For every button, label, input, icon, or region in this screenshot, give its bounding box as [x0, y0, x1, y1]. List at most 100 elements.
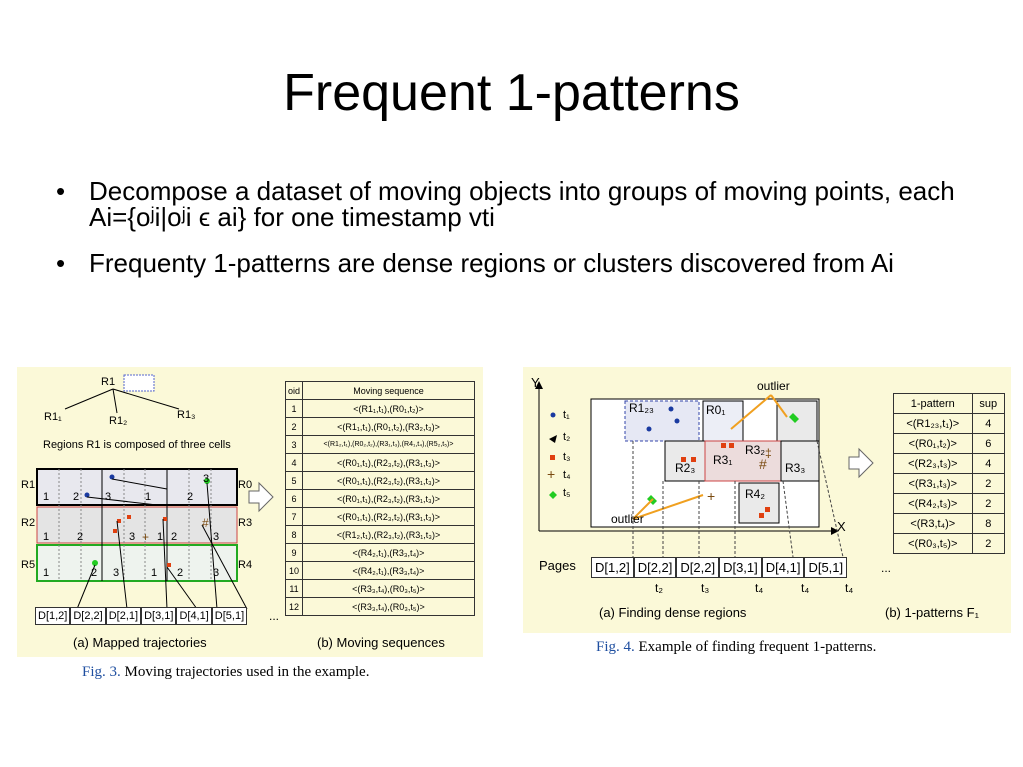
table-cell: 2	[285, 417, 303, 436]
page-box: D[3,1]	[141, 607, 177, 625]
region-label: R1₂₃	[629, 401, 654, 415]
fig4-caption-text: Example of finding frequent 1-patterns.	[634, 639, 877, 655]
outlier-label-top: outlier	[757, 379, 790, 393]
page-box: D[2,2]	[633, 557, 677, 578]
page-box: D[5,1]	[211, 607, 248, 625]
table-row: 10<(R4₂,t₁),(R3₃,t₄)>	[285, 561, 475, 580]
table-row: <(R3,t₄)>8	[893, 513, 1005, 534]
svg-text:#: #	[202, 516, 209, 530]
table-row: 1<(R1₁,t₁),(R0₁,t₂)>	[285, 399, 475, 418]
table-cell: 4	[285, 453, 303, 472]
fig3-pages: D[1,2] D[2,2] D[2,1] D[3,1] D[4,1] D[5,1…	[35, 607, 248, 625]
table-cell: <(R0₁,t₁),(R2₃,t₂),(R3₁,t₃)>	[302, 471, 475, 490]
page-box: D[2,2]	[70, 607, 106, 625]
table-header: Moving sequence	[302, 381, 475, 400]
table-cell: 3	[285, 435, 303, 454]
page-box: D[1,2]	[35, 607, 71, 625]
page-box: D[5,1]	[804, 557, 848, 578]
table-cell: <(R2₃,t₃)>	[893, 453, 973, 474]
table-cell: <(R0₁,t₁),(R2₃,t₂),(R3₁,t₃)>	[302, 489, 475, 508]
page-box: D[3,1]	[719, 557, 762, 578]
tree-child-label: R1₁	[44, 411, 62, 423]
table-cell: 6	[285, 489, 303, 508]
table-row: 11<(R3₃,t₄),(R0₃,t₅)>	[285, 579, 475, 598]
table-cell: <(R1₂,t₁),(R0₂,t₂),(R3₁,t₃),(R4₁,t₄),(R5…	[302, 435, 475, 454]
page-box: D[1,2]	[591, 557, 634, 578]
fig4-axis-x: X	[837, 519, 846, 534]
figure-3: # + R1 R1₁ R1₂ R1₃ Regions R1 is compose…	[17, 367, 483, 657]
fig3-subcaption-b: (b) Moving sequences	[317, 635, 445, 650]
table-cell: 6	[971, 433, 1005, 454]
region-label: R3₁	[713, 453, 733, 467]
fig4-caption: Fig. 4. Example of finding frequent 1-pa…	[596, 639, 876, 656]
cell-number: 3	[213, 531, 220, 543]
page-time-label: t₄	[755, 581, 764, 595]
legend-label: t₅	[563, 487, 571, 499]
region-label: R2₃	[675, 461, 696, 475]
table-cell: <(R1₂,t₁),(R2₃,t₂),(R3₁,t₃)>	[302, 525, 475, 544]
bullet-list: • Decompose a dataset of moving objects …	[56, 178, 976, 296]
table-cell: 8	[285, 525, 303, 544]
table-cell: <(R0₁,t₁),(R2₃,t₂),(R3₁,t₃)>	[302, 507, 475, 526]
table-cell: 7	[285, 507, 303, 526]
fig3-caption-text: Moving trajectories used in the example.	[120, 664, 370, 680]
page-box: D[2,2]	[676, 557, 720, 578]
page-time-label: t₄	[801, 581, 810, 595]
fig4-axis-y: Y	[531, 375, 540, 390]
fig3-diagram: # +	[36, 374, 274, 610]
fig4-subcaption-a: (a) Finding dense regions	[599, 605, 747, 620]
one-pattern-table: 1-pattern sup <(R1₂₃,t₁)>4 <(R0₁,t₂)>6 <…	[893, 393, 1005, 554]
page-box: D[4,1]	[761, 557, 805, 578]
cell-number: 2	[187, 491, 194, 503]
row-label-left: R1	[21, 479, 36, 491]
svg-text:+: +	[142, 530, 149, 544]
legend-label: t₄	[563, 469, 571, 481]
table-row: <(R3₁,t₃)>2	[893, 473, 1005, 494]
table-row: 12<(R3₃,t₄),(R0₃,t₅)>	[285, 597, 475, 616]
table-cell: <(R4₂,t₁),(R3₃,t₄)>	[302, 561, 475, 580]
table-cell: 4	[971, 413, 1005, 434]
fig3-subcaption-a: (a) Mapped trajectories	[73, 635, 207, 650]
table-cell: 11	[285, 579, 303, 598]
table-cell: <(R3₃,t₄),(R0₃,t₅)>	[302, 579, 475, 598]
cell-number: 1	[43, 567, 50, 579]
table-row: 2<(R1₁,t₁),(R0₁,t₂),(R3₂,t₃)>	[285, 417, 475, 436]
cell-number: 1	[145, 491, 152, 503]
table-cell: 1	[285, 399, 303, 418]
table-cell: 10	[285, 561, 303, 580]
page-time-label: t₄	[845, 581, 854, 595]
fig4-diagram: + # ‡ +	[535, 381, 874, 558]
region-label: R3₃	[785, 461, 806, 475]
table-header-row: oid Moving sequence	[285, 381, 475, 400]
regions-note: Regions R1 is composed of three cells	[43, 439, 231, 451]
table-cell: <(R1₁,t₁),(R0₁,t₂)>	[302, 399, 475, 418]
fig3-pages-more: ...	[269, 609, 280, 623]
bullet-symbol: •	[56, 176, 66, 206]
fig4-subcaption-b: (b) 1-patterns F₁	[885, 605, 979, 620]
table-row: <(R0₁,t₂)>6	[893, 433, 1005, 454]
cell-number: 2	[171, 531, 178, 543]
tree-child-label: R1₂	[109, 415, 128, 427]
svg-text:+: +	[707, 488, 715, 504]
svg-text:‡: ‡	[765, 446, 772, 460]
legend-label: t₁	[563, 409, 570, 421]
cell-number: 1	[157, 531, 164, 543]
slide-title: Frequent 1-patterns	[283, 64, 740, 122]
cell-number: 2	[91, 567, 98, 579]
table-header-row: 1-pattern sup	[893, 393, 1005, 414]
table-cell: <(R4₂,t₁),(R3₃,t₄)>	[302, 543, 475, 562]
cell-number: 1	[43, 491, 50, 503]
table-cell: <(R0₃,t₅)>	[893, 533, 973, 554]
table-cell: 9	[285, 543, 303, 562]
bullet-item: • Decompose a dataset of moving objects …	[56, 178, 976, 230]
cell-number: 2	[77, 531, 84, 543]
figure-4: + # ‡ + Y X t₁ t₂ t₃ t₄ t₅ R1₂₃ R0₁ R3₂ …	[523, 367, 1011, 633]
fig3-caption: Fig. 3. Moving trajectories used in the …	[82, 664, 369, 681]
table-header: oid	[285, 381, 303, 400]
table-row: 8<(R1₂,t₁),(R2₃,t₂),(R3₁,t₃)>	[285, 525, 475, 544]
region-label: R4₂	[745, 487, 765, 501]
table-header: 1-pattern	[893, 393, 973, 414]
table-cell: 12	[285, 597, 303, 616]
table-row: <(R4₂,t₃)>2	[893, 493, 1005, 514]
bullet-item: • Frequenty 1-patterns are dense regions…	[56, 250, 976, 276]
